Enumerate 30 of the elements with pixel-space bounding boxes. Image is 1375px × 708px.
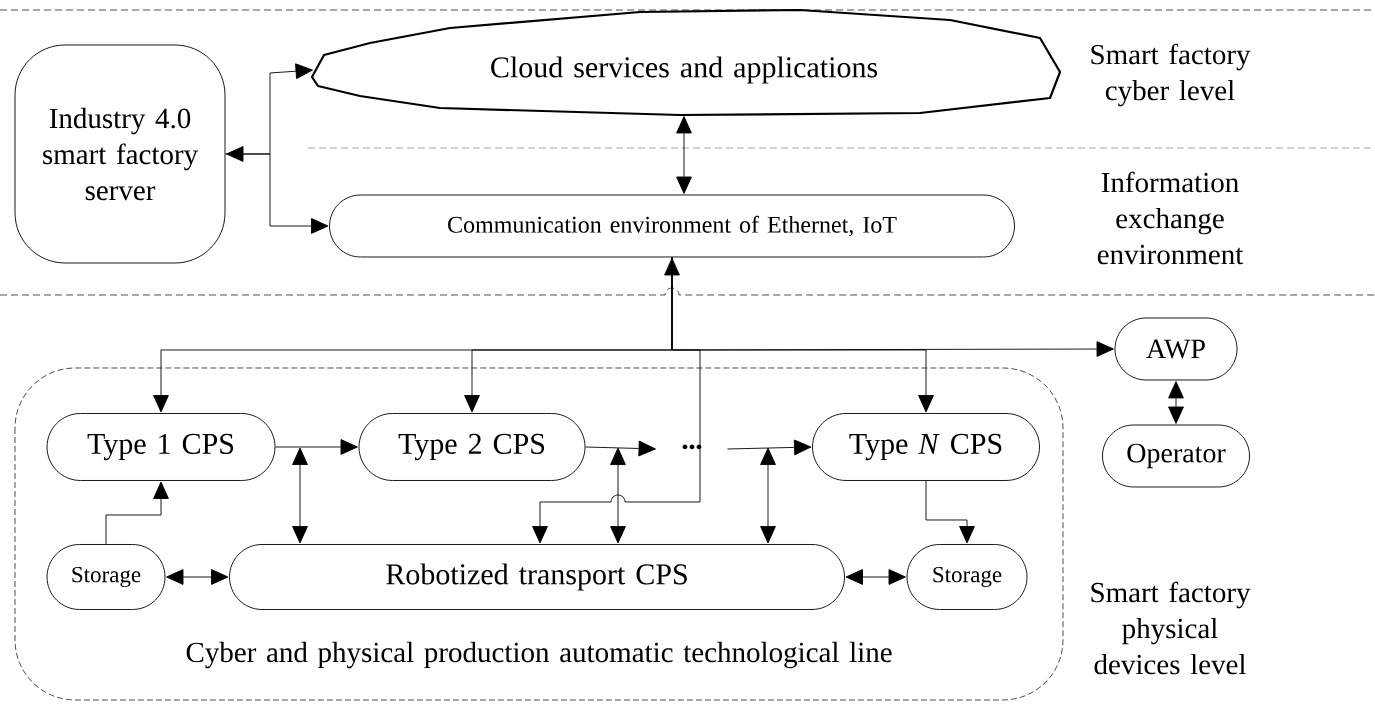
level-label: Smart factory physical devices level (1091, 581, 1251, 675)
process-box: Storage (46, 544, 166, 610)
process-box: Robotized transport CPS (229, 544, 845, 610)
ellipsis: ••• (682, 444, 702, 450)
arrow (845, 569, 906, 585)
arrow (676, 116, 692, 194)
arrow (925, 480, 975, 544)
arrow (275, 439, 358, 455)
server-box: Industry 4.0 smart factory server (14, 44, 226, 264)
process-box: Type 1 CPS (46, 413, 276, 481)
arrow (105, 481, 169, 545)
process-box: Communication environment of Ethernet, IoT (329, 194, 1015, 258)
arrow (166, 569, 229, 585)
arrow (727, 439, 812, 456)
arrow (532, 257, 701, 544)
process-box: Storage (906, 544, 1028, 610)
arrow (226, 63, 313, 162)
process-box: Type 2 CPS (358, 413, 586, 481)
arrow (585, 440, 656, 457)
arrow (610, 447, 626, 544)
arrow (1168, 381, 1184, 424)
arrow (225, 153, 329, 234)
level-label: Information exchange environment (1097, 171, 1244, 265)
process-box: Type N CPS (812, 413, 1040, 481)
level-label: Smart factory cyber level (1091, 43, 1251, 107)
arrow (760, 447, 776, 544)
process-box: Operator (1102, 424, 1250, 488)
arrow (153, 258, 680, 413)
arrow (292, 447, 308, 544)
process-box: AWP (1114, 317, 1238, 381)
